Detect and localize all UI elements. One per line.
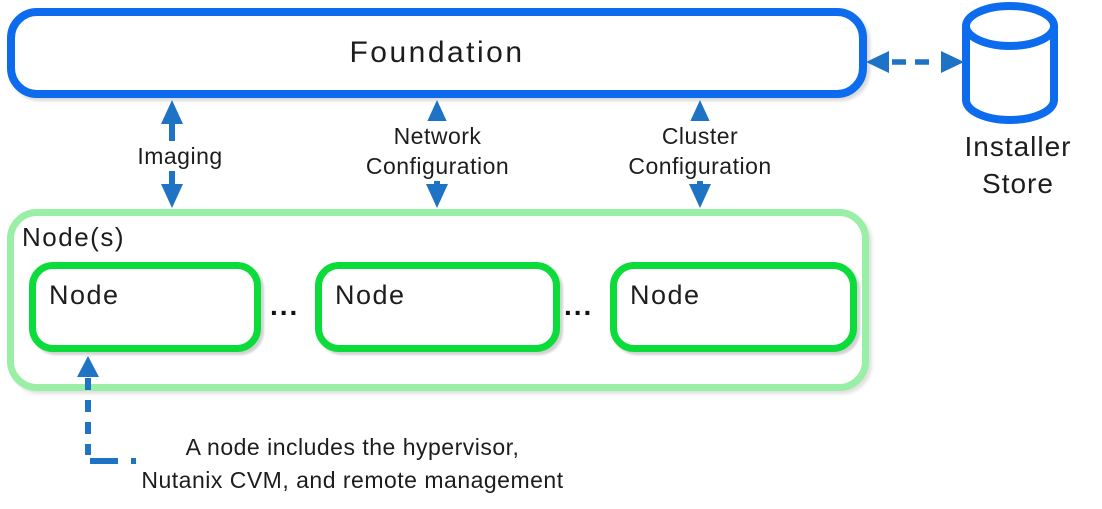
foundation-store-arrow-icon xyxy=(866,51,964,73)
node-annotation-caption: A node includes the hypervisor, Nutanix … xyxy=(90,431,615,497)
imaging-label: Imaging xyxy=(110,141,250,171)
arrowhead-right xyxy=(941,51,964,73)
nodes-container-label: Node(s) xyxy=(22,222,125,252)
network-label-line1: Network xyxy=(393,123,482,149)
network-config-label: Network Configuration xyxy=(355,121,520,181)
caption-line1: A node includes the hypervisor, xyxy=(185,434,520,460)
foundation-box: Foundation xyxy=(7,8,867,98)
arrowhead-down xyxy=(426,184,448,208)
installer-store-label: Installer Store xyxy=(946,128,1090,202)
network-label-line2: Configuration xyxy=(365,153,510,179)
node-box: Node xyxy=(610,262,857,352)
installer-store-cylinder-icon xyxy=(962,2,1058,124)
arrowhead-down xyxy=(689,184,711,208)
arrowhead-down xyxy=(161,184,183,208)
cluster-label-line2: Configuration xyxy=(628,153,772,179)
ellipsis-dots: ... xyxy=(270,290,300,321)
node-box: Node xyxy=(315,262,560,352)
caption-line2: Nutanix CVM, and remote management xyxy=(141,467,564,493)
arrowhead-up xyxy=(77,356,99,377)
installer-store-label-line1: Installer xyxy=(964,131,1072,162)
cylinder-top xyxy=(962,2,1058,50)
node-annotation-arrow-icon xyxy=(77,356,137,464)
cluster-label-line1: Cluster xyxy=(661,123,739,149)
arrowhead-up xyxy=(689,100,711,124)
arrowhead-left xyxy=(866,51,889,73)
arrowhead-up xyxy=(161,100,183,124)
node-label: Node xyxy=(49,280,120,310)
node-label: Node xyxy=(630,280,701,310)
arrowhead-up xyxy=(426,100,448,124)
node-label: Node xyxy=(335,280,406,310)
installer-store-label-line2: Store xyxy=(982,168,1054,199)
foundation-label: Foundation xyxy=(349,36,525,69)
node-box: Node xyxy=(29,262,261,352)
cluster-config-label: Cluster Configuration xyxy=(605,121,795,181)
ellipsis-dots: ... xyxy=(564,290,594,321)
imaging-label-text: Imaging xyxy=(137,143,223,169)
cylinder-body xyxy=(962,26,1058,124)
